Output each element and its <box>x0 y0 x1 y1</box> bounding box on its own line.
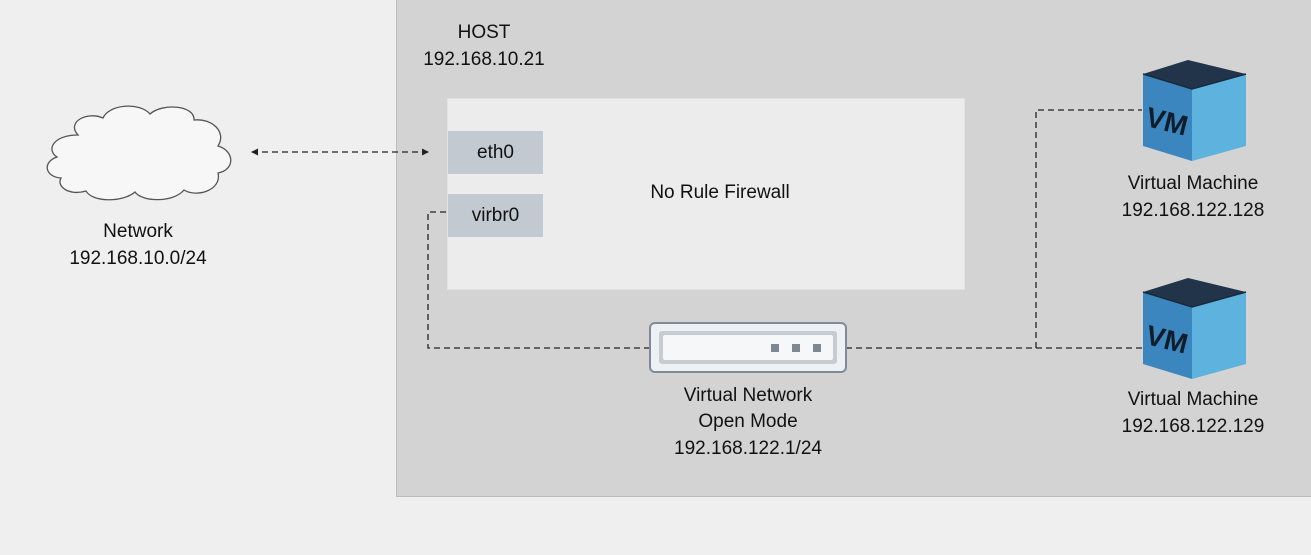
virbr0-interface: virbr0 <box>448 194 543 237</box>
host-ip: 192.168.10.21 <box>423 49 545 70</box>
virtual-network-name: Virtual Network <box>683 385 813 406</box>
firewall-label: No Rule Firewall <box>650 182 790 203</box>
vm-icon: VM <box>1143 278 1247 379</box>
network-subnet: 192.168.10.0/24 <box>69 248 207 269</box>
host-title: HOST <box>457 22 511 43</box>
vm-ip: 192.168.122.129 <box>1121 416 1265 437</box>
vm-link <box>846 109 1142 349</box>
vm-icon: VM <box>1143 60 1247 161</box>
eth0-interface: eth0 <box>448 131 543 174</box>
network-title: Network <box>103 221 173 242</box>
switch-icon <box>649 322 847 373</box>
virtual-network-subnet: 192.168.122.1/24 <box>674 438 822 459</box>
cloud-icon <box>46 105 232 201</box>
vm-name: Virtual Machine <box>1127 173 1259 194</box>
virtual-network-mode: Open Mode <box>698 411 798 432</box>
vm-name: Virtual Machine <box>1127 389 1259 410</box>
vm-ip: 192.168.122.128 <box>1121 200 1265 221</box>
virbr0-link <box>427 211 652 349</box>
